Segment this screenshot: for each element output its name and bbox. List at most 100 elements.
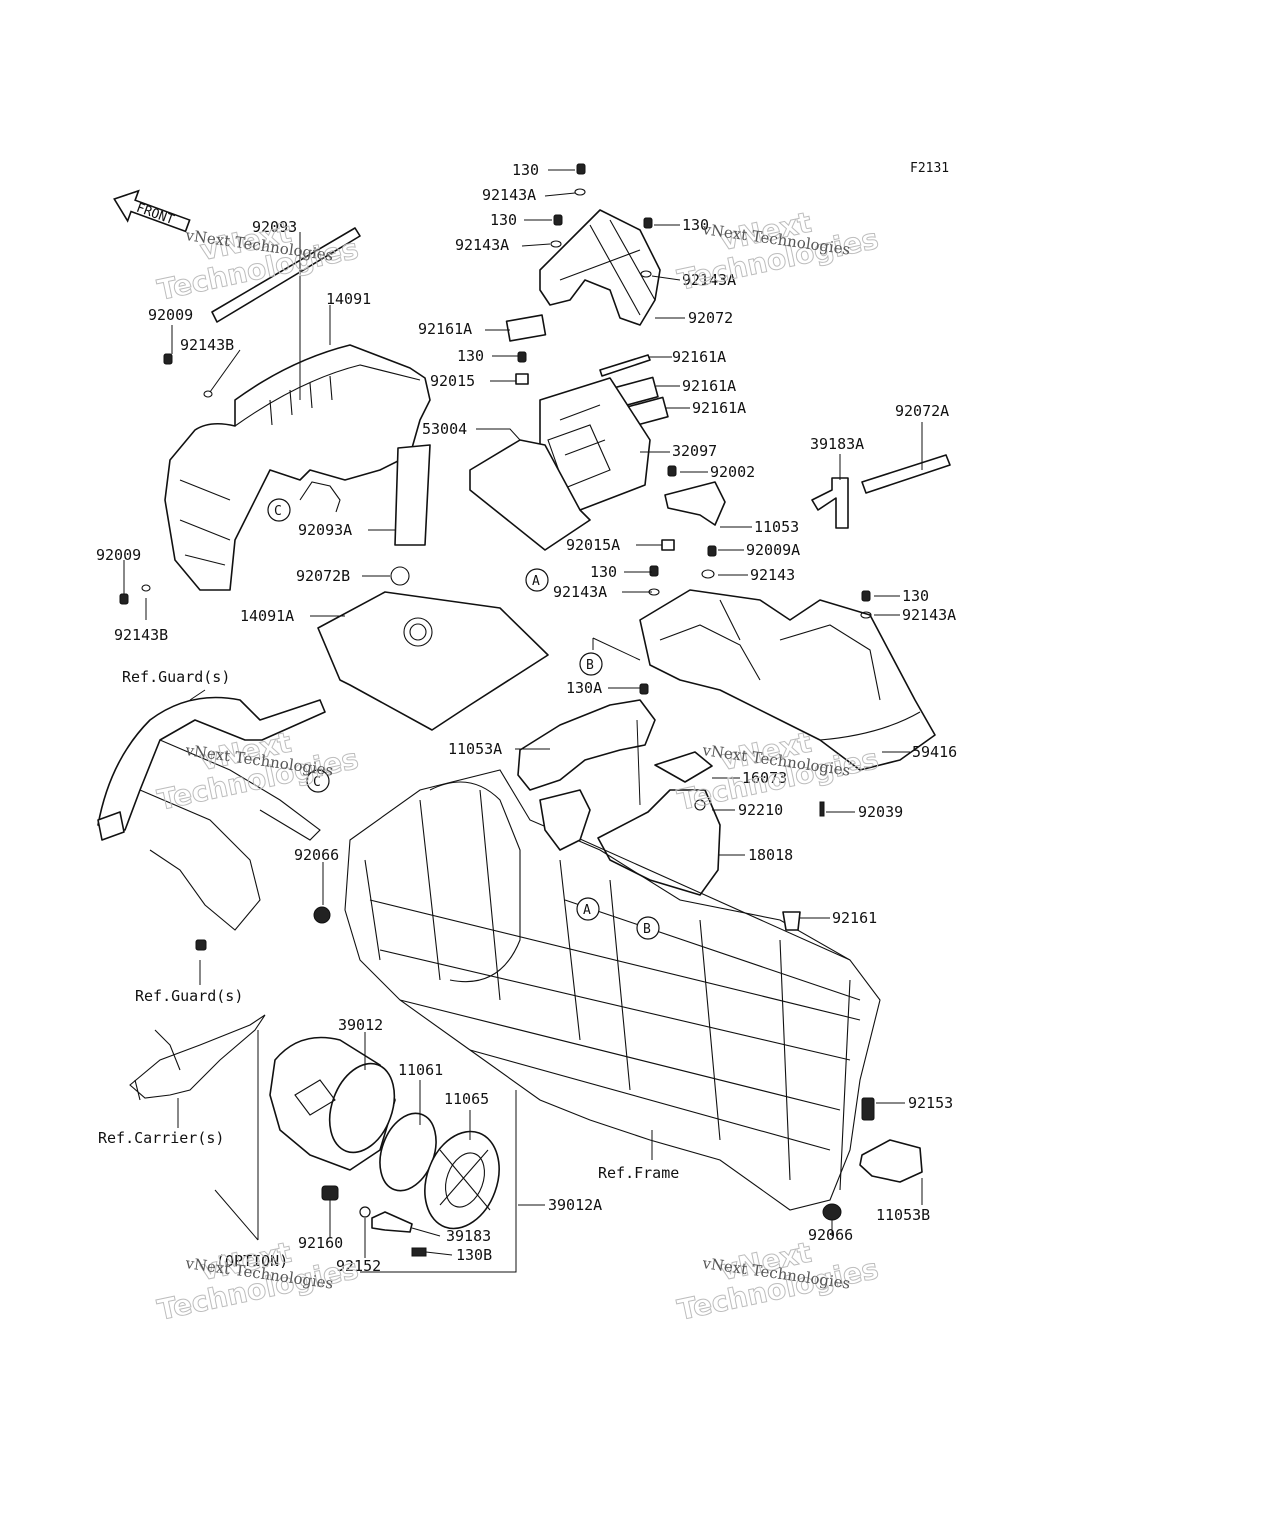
ring-part-92072B: [390, 566, 410, 586]
label-11061: 11061: [398, 1061, 443, 1079]
label-92015A: 92015A: [566, 536, 620, 554]
label-92002: 92002: [710, 463, 755, 481]
guard-part: [97, 696, 326, 931]
label-92015: 92015: [430, 372, 475, 390]
bracket-part-39183: [371, 1211, 413, 1233]
label-92161: 92161: [832, 909, 877, 927]
figure-code: F2131: [910, 161, 949, 176]
label-92210: 92210: [738, 801, 783, 819]
label-11053B: 11053B: [876, 1206, 930, 1224]
shroud-part-14091: [164, 344, 431, 591]
fastener-group: [119, 163, 872, 951]
bracket-part-11053B: [859, 1139, 923, 1183]
bracket-part-39183A: [811, 477, 849, 529]
strip-part-92072A: [861, 454, 951, 494]
clip-part: [299, 481, 341, 513]
label-130-2: 130: [490, 211, 517, 229]
carrier-part: [129, 1014, 266, 1101]
svg-text:A: A: [532, 574, 540, 589]
label-11065: 11065: [444, 1090, 489, 1108]
bar-part-92093A: [394, 444, 431, 546]
callout-c-left: C: [267, 498, 291, 522]
svg-text:C: C: [313, 775, 321, 790]
bolt-part-92153: [861, 1097, 875, 1121]
plate-part-16073: [654, 751, 713, 783]
label-92161A-4: 92161A: [692, 399, 746, 417]
label-39012A: 39012A: [548, 1196, 602, 1214]
option-label: (OPTION): [216, 1252, 288, 1270]
callout-c-guard: C: [306, 769, 330, 793]
label-14091: 14091: [326, 290, 371, 308]
label-92072A: 92072A: [895, 402, 949, 420]
label-92072: 92072: [688, 309, 733, 327]
callout-b-frame: B: [636, 916, 660, 940]
main-frame-part: [344, 769, 881, 1211]
pad-part-92161A-1: [505, 314, 547, 342]
label-11053: 11053: [754, 518, 799, 536]
part-labels: 130 92143A 130 92143A 130 92143A 92072 9…: [96, 161, 957, 1275]
strip-part-92093: [211, 227, 361, 323]
label-130-3: 130: [682, 216, 709, 234]
label-39183A: 39183A: [810, 435, 864, 453]
label-130-4: 130: [457, 347, 484, 365]
label-92143A-5: 92143A: [902, 606, 956, 624]
label-92161A-3: 92161A: [682, 377, 736, 395]
label-130B: 130B: [456, 1246, 492, 1264]
label-14091A: 14091A: [240, 607, 294, 625]
bushing-part-92160: [321, 1185, 339, 1201]
svg-text:B: B: [586, 658, 594, 673]
ref-frame-label: Ref.Frame: [598, 1164, 679, 1182]
front-arrow-label: FRONT: [134, 201, 176, 229]
label-92143A-2: 92143A: [455, 236, 509, 254]
grommet-part-92066-1: [313, 906, 331, 924]
ref-guard-bottom-label: Ref.Guard(s): [135, 987, 243, 1005]
label-92093A: 92093A: [298, 521, 352, 539]
bracket-part-11053A: [517, 699, 656, 791]
tray-part-59416: [639, 589, 936, 771]
bolt-part-130B: [411, 1247, 427, 1257]
label-32097: 32097: [672, 442, 717, 460]
label-92161A-2: 92161A: [672, 348, 726, 366]
label-130A: 130A: [566, 679, 602, 697]
label-39183: 39183: [446, 1227, 491, 1245]
label-92143B-2: 92143B: [114, 626, 168, 644]
label-92009-2: 92009: [96, 546, 141, 564]
label-92093: 92093: [252, 218, 297, 236]
grommet-part-92066-2: [822, 1203, 842, 1221]
label-16073: 16073: [742, 769, 787, 787]
label-92143A-3: 92143A: [682, 271, 736, 289]
drum-part-11065: [424, 1130, 500, 1230]
label-92072B: 92072B: [296, 567, 350, 585]
leader-lines: [123, 169, 923, 1273]
pad-part-92161A-2: [599, 354, 651, 377]
label-130-1: 130: [512, 161, 539, 179]
label-92143A-1: 92143A: [482, 186, 536, 204]
label-130-5: 130: [590, 563, 617, 581]
label-92039: 92039: [858, 803, 903, 821]
label-92066-1: 92066: [294, 846, 339, 864]
label-92152: 92152: [336, 1257, 381, 1275]
callout-a-top: A: [525, 568, 549, 592]
ref-carrier-label: Ref.Carrier(s): [98, 1129, 224, 1147]
label-92009-1: 92009: [148, 306, 193, 324]
label-53004: 53004: [422, 420, 467, 438]
front-arrow-icon: FRONT: [113, 189, 191, 233]
label-92066-2: 92066: [808, 1226, 853, 1244]
bracket-part-92072: [539, 209, 661, 326]
washer-part-92152: [359, 1206, 371, 1218]
plate-part-14091A: [317, 591, 549, 731]
ref-guard-top-label: Ref.Guard(s): [122, 668, 230, 686]
grommet-part-92161: [782, 911, 801, 931]
label-39012: 39012: [338, 1016, 383, 1034]
label-92143B-1: 92143B: [180, 336, 234, 354]
label-92143: 92143: [750, 566, 795, 584]
label-11053A: 11053A: [448, 740, 502, 758]
label-92161A-1: 92161A: [418, 320, 472, 338]
cover-part-18018: [597, 789, 721, 896]
callout-b-top: B: [579, 652, 603, 676]
label-18018: 18018: [748, 846, 793, 864]
svg-text:A: A: [583, 903, 591, 918]
plate-part-53004: [469, 439, 591, 551]
label-130-6: 130: [902, 587, 929, 605]
